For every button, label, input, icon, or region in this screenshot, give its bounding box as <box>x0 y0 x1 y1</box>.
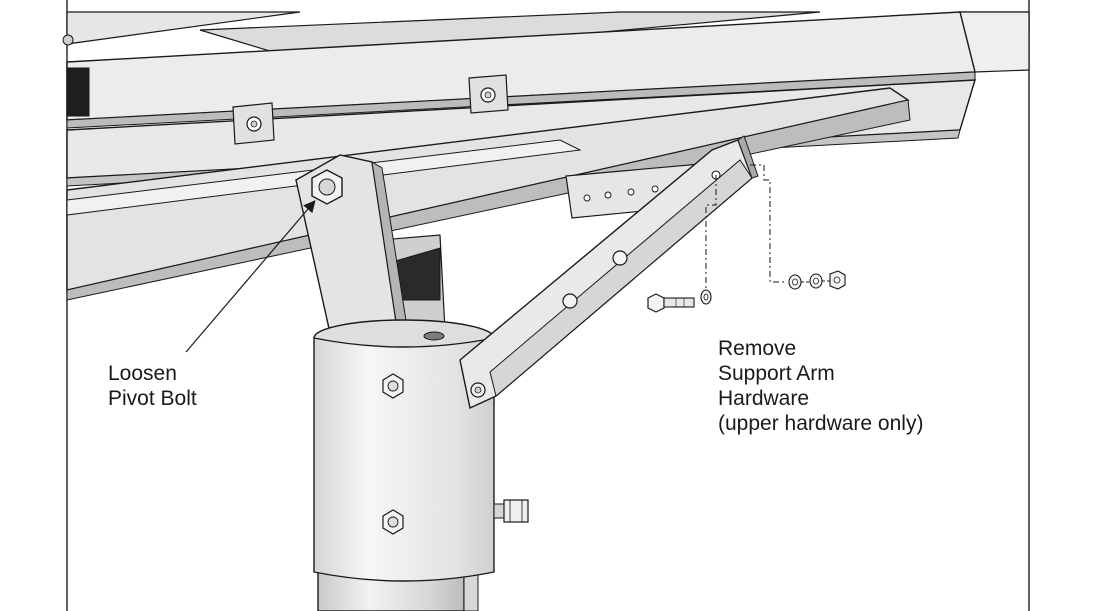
pivot-bolt-callout-line-2: Pivot Bolt <box>108 387 197 410</box>
support-arm <box>459 135 759 410</box>
pipe-sleeve <box>313 319 529 582</box>
washer-icon <box>700 289 712 305</box>
support-arm-callout: Remove Support Arm Hardware (upper hardw… <box>718 336 923 436</box>
pivot-bolt-callout-line-1: Loosen <box>108 362 177 385</box>
pivot-bolt-leader-line <box>185 200 316 353</box>
nut-and-washers-icon <box>788 270 846 290</box>
support-arm-callout-line-4: (upper hardware only) <box>718 412 924 435</box>
support-arm-callout-line-3: Hardware <box>718 387 810 410</box>
bolt-icon <box>647 293 695 313</box>
support-arm-callout-line-1: Remove <box>718 337 797 360</box>
pivot-bolt-callout: Loosen Pivot Bolt <box>108 361 197 411</box>
support-arm-callout-line-2: Support Arm <box>718 362 835 385</box>
panel-frame <box>62 11 1030 301</box>
support-arm-hardware <box>647 164 846 313</box>
pivot-bracket <box>295 154 446 361</box>
